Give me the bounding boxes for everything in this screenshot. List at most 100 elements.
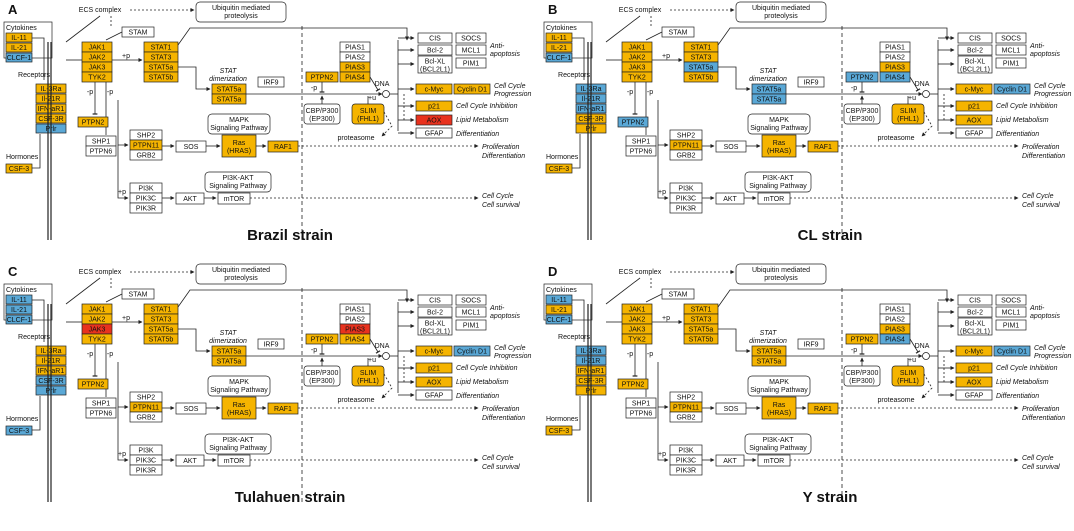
receptors-title: Receptors [558, 334, 590, 341]
cyclind1-label: Cyclin D1 [457, 87, 487, 94]
aox-label: AOX [427, 380, 442, 387]
cmyc-box [415, 345, 453, 357]
slim-to-proteasome [381, 111, 393, 137]
cellcycle-label: Cell Cycle [482, 455, 514, 462]
pi3k-label-2: Signaling Pathway [749, 445, 807, 452]
stat5a-dimer-1-label: STAT5a [217, 87, 242, 94]
phospho-plus: +p [122, 53, 130, 60]
mtor-box [217, 192, 251, 205]
stat5a-dimer-2-label: STAT5a [217, 97, 242, 104]
stat3-label: STAT3 [691, 317, 712, 324]
dephos-3: -p [311, 347, 317, 354]
bclxl-box [417, 55, 453, 74]
cmyc-box [415, 83, 453, 95]
strain-title: Brazil strain [247, 227, 333, 244]
stat1-label: STAT1 [691, 45, 712, 52]
bcl2-box [957, 306, 993, 318]
mtor-box [757, 192, 791, 205]
mapk-label-1: MAPK [769, 379, 789, 386]
ubiquitin-box [735, 263, 827, 285]
mcl1-box [455, 44, 487, 56]
dna-node [382, 90, 390, 98]
hormone-to-receptor [572, 134, 581, 169]
stat3-label: STAT3 [151, 317, 172, 324]
shp1-label: SHP1 [92, 401, 110, 408]
ccp-label-1: Cell Cycle [494, 83, 526, 90]
tyk2-box [621, 333, 653, 345]
slim-to-proteasome [921, 373, 933, 399]
ptpn2-left-label: PTPN2 [82, 382, 105, 389]
stat5b-label: STAT5b [149, 75, 174, 82]
stat5a-label: STAT5a [149, 327, 174, 334]
ptpn6-box [85, 407, 117, 419]
dephos-1: -p [87, 351, 93, 358]
pi3k-label-1: PI3K-AKT [762, 175, 794, 182]
bclxl-sublabel: (BCL2L1) [420, 329, 450, 336]
mapk-label-2: Signaling Pathway [750, 125, 808, 132]
stat1-label: STAT1 [151, 45, 172, 52]
pi3k-akt-box [744, 171, 812, 193]
anti-label-1: Anti- [489, 305, 505, 312]
irf9-label: IRF9 [263, 342, 278, 349]
csf3-label: CSF-3 [9, 428, 29, 435]
ubiq-plus: +u [368, 357, 376, 364]
ptpn6-box [85, 145, 117, 157]
ras-label: Ras [233, 402, 246, 409]
differentiation-label-2: Differentiation [1022, 153, 1065, 160]
stat5b-label: STAT5b [689, 337, 714, 344]
socs-label: SOCS [1001, 298, 1021, 305]
stam-label: STAM [669, 292, 688, 299]
mapk-box [747, 375, 811, 397]
hormones-title: Hormones [546, 416, 579, 423]
slim-sublabel: (FHL1) [357, 378, 379, 385]
cytokine-to-receptor [32, 37, 45, 80]
mcl1-label: MCL1 [1002, 310, 1021, 317]
jak-to-ecs [605, 277, 641, 305]
phospho-pi3k: +p [118, 189, 126, 196]
irf9-box [797, 76, 825, 88]
pias2-label: PIAS2 [345, 55, 365, 62]
bclxl-sublabel: (BCL2L1) [420, 67, 450, 74]
jak3-label: JAK3 [629, 327, 646, 334]
pik3r-label: PIK3R [136, 206, 156, 213]
pias4-label: PIAS4 [885, 75, 905, 82]
mcl1-box [995, 306, 1027, 318]
jak-to-pi3k [657, 145, 669, 200]
pi3k-label-1: PI3K-AKT [222, 437, 254, 444]
ptpn6-label: PTPN6 [90, 149, 113, 156]
akt-label: AKT [723, 196, 737, 203]
pi3k-akt-box [204, 433, 272, 455]
il11-label: IL-11 [551, 35, 567, 42]
jak3-label: JAK3 [89, 327, 106, 334]
aox-label: AOX [427, 118, 442, 125]
panel-c: CCytokinesIL-11IL-21CLCF-1ReceptorsIL-3R… [3, 263, 531, 506]
dephos-1: -p [87, 89, 93, 96]
irf9-label: IRF9 [263, 80, 278, 87]
receptors-title: Receptors [18, 72, 50, 79]
cellcycle-label: Cell Cycle [1022, 193, 1054, 200]
pik3r-box [669, 202, 703, 214]
aox-box [415, 114, 453, 126]
anti-label-1: Anti- [489, 43, 505, 50]
stam-link [645, 31, 663, 41]
cci-label: Cell Cycle Inhibition [456, 103, 518, 110]
cyclind1-label: Cyclin D1 [997, 349, 1027, 356]
bclxl-sublabel: (BCL2L1) [960, 67, 990, 74]
cyclind1-label: Cyclin D1 [997, 87, 1027, 94]
cbp-sublabel: (EP300) [309, 378, 335, 385]
proteasome-label: proteasome [338, 135, 375, 142]
proteasome-label: proteasome [878, 135, 915, 142]
aox-label: AOX [967, 380, 982, 387]
dephos-2: -p [107, 89, 113, 96]
ptpn2-left-box [77, 378, 109, 390]
ras-label: Ras [773, 402, 786, 409]
akt-box [175, 454, 205, 467]
phospho-pi3k: +p [118, 451, 126, 458]
differentiation-label: Differentiation [996, 393, 1039, 400]
mtor-label: mTOR [224, 196, 244, 203]
phospho-plus: +p [122, 315, 130, 322]
ecs-label: ECS complex [619, 269, 662, 276]
pik3r-box [669, 464, 703, 476]
mapk-label-1: MAPK [769, 117, 789, 124]
pias4-label: PIAS4 [345, 337, 365, 344]
